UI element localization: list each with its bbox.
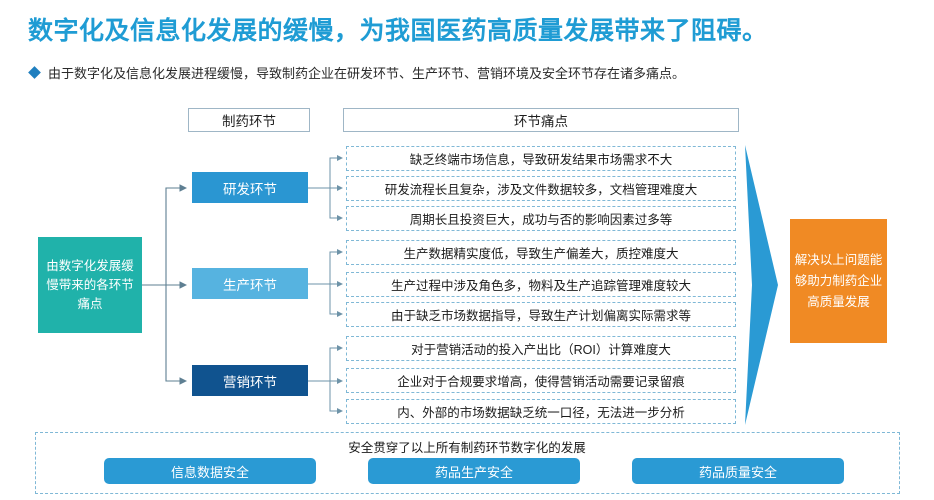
stage-box-production[interactable]: 生产环节 bbox=[192, 268, 308, 299]
lead-bullet: 由于数字化及信息化发展进程缓慢，导致制药企业在研发环节、生产环节、营销环境及安全… bbox=[28, 63, 686, 82]
pain-point-row: 内、外部的市场数据缺乏统一口径，无法进一步分析 bbox=[346, 399, 736, 424]
column-header-pain: 环节痛点 bbox=[343, 108, 739, 132]
stage-box-marketing[interactable]: 营销环节 bbox=[192, 365, 308, 396]
page-title: 数字化及信息化发展的缓慢，为我国医药高质量发展带来了阻碍。 bbox=[28, 17, 768, 45]
diamond-bullet-icon bbox=[28, 66, 41, 79]
pain-point-row: 由于缺乏市场数据指导，导致生产计划偏离实际需求等 bbox=[346, 302, 736, 327]
source-pain-box: 由数字化发展缓慢带来的各环节痛点 bbox=[38, 237, 142, 333]
right-chevron-arrow-icon bbox=[745, 145, 778, 425]
security-caption: 安全贯穿了以上所有制药环节数字化的发展 bbox=[348, 441, 586, 455]
pain-point-row: 对于营销活动的投入产出比（ROI）计算难度大 bbox=[346, 336, 736, 361]
security-item-quality[interactable]: 药品质量安全 bbox=[632, 458, 844, 484]
pain-point-row: 研发流程长且复杂，涉及文件数据较多，文档管理难度大 bbox=[346, 176, 736, 201]
pain-point-row: 生产数据精实度低，导致生产偏差大，质控难度大 bbox=[346, 240, 736, 265]
security-item-info-data[interactable]: 信息数据安全 bbox=[104, 458, 316, 484]
pain-point-row: 企业对于合规要求增高，使得营销活动需要记录留痕 bbox=[346, 368, 736, 393]
pain-point-row: 缺乏终端市场信息，导致研发结果市场需求不大 bbox=[346, 146, 736, 171]
lead-bullet-text: 由于数字化及信息化发展进程缓慢，导致制药企业在研发环节、生产环节、营销环境及安全… bbox=[48, 66, 686, 81]
pain-point-row: 生产过程中涉及角色多，物料及生产追踪管理难度较大 bbox=[346, 272, 736, 297]
outcome-box: 解决以上问题能够助力制药企业高质量发展 bbox=[790, 219, 887, 343]
pain-point-row: 周期长且投资巨大，成功与否的影响因素过多等 bbox=[346, 206, 736, 231]
stage-box-rd[interactable]: 研发环节 bbox=[192, 172, 308, 203]
security-item-production[interactable]: 药品生产安全 bbox=[368, 458, 580, 484]
column-header-stage: 制药环节 bbox=[188, 108, 310, 132]
